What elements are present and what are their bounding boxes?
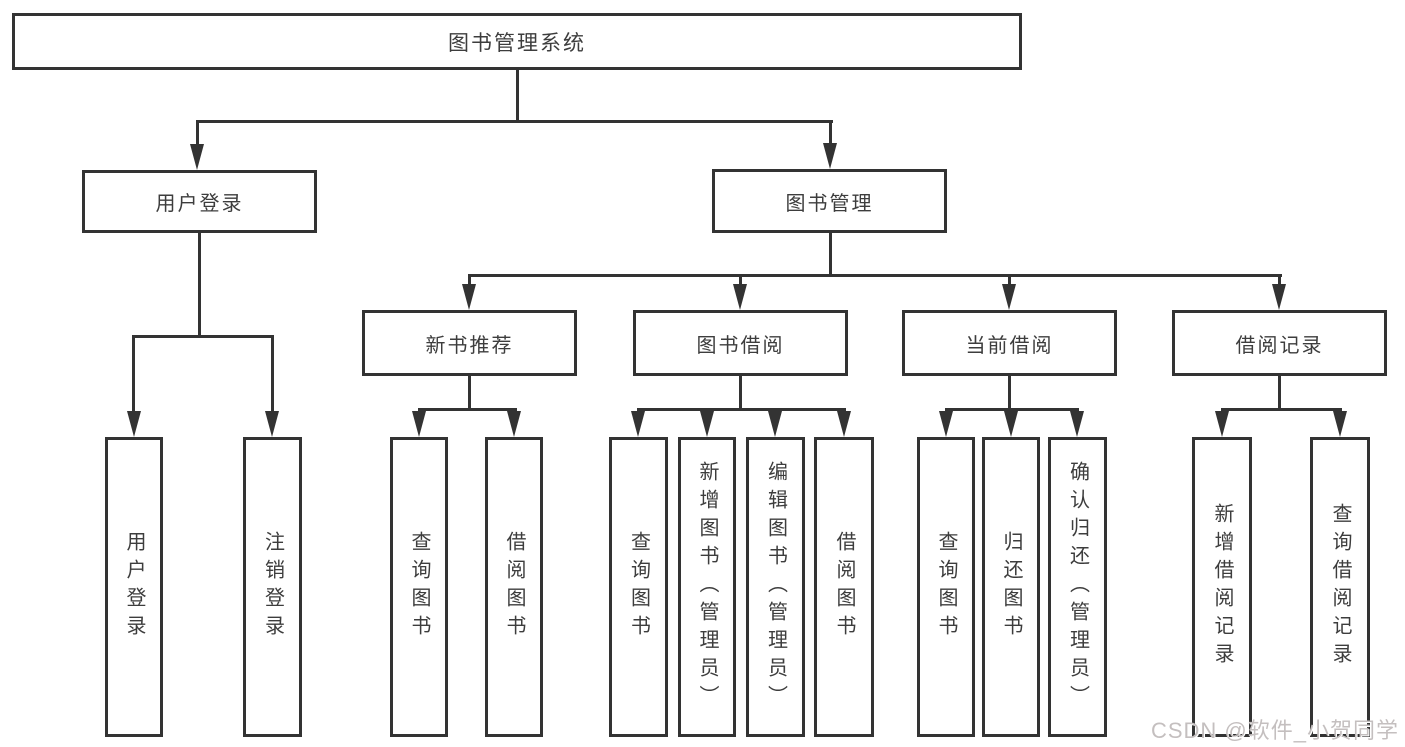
vertical-label: 新增借阅记录 (1211, 503, 1233, 671)
node-root: 图书管理系统 (12, 13, 1022, 70)
vertical-label: 确认归还（管理员） (1066, 461, 1089, 713)
arrow-down-icon (1215, 411, 1229, 437)
arrow-down-icon (507, 411, 521, 437)
vertical-label: 借阅图书 (833, 531, 855, 643)
connector-line (1008, 376, 1011, 410)
connector-line (739, 274, 742, 286)
connector-line (1221, 408, 1342, 411)
vertical-label: 编辑图书（管理员） (764, 461, 787, 713)
arrow-down-icon (1004, 411, 1018, 437)
node-label: 图书管理 (785, 192, 874, 215)
connector-line (637, 408, 846, 411)
connector-line (198, 233, 201, 337)
arrow-down-icon (768, 411, 782, 437)
connector-line (1278, 274, 1281, 286)
vertical-label: 用户登录 (123, 531, 145, 643)
arrow-down-icon (1002, 284, 1016, 310)
leaf-current-query-books: 查询图书 (917, 437, 975, 737)
leaf-borrow-edit-books-admin: 编辑图书（管理员） (746, 437, 805, 737)
connector-line (133, 335, 274, 338)
vertical-label: 查询借阅记录 (1329, 503, 1351, 671)
arrow-down-icon (700, 411, 714, 437)
vertical-label: 新增图书（管理员） (696, 461, 718, 713)
connector-line (468, 274, 471, 286)
leaf-logout: 注销登录 (243, 437, 302, 737)
leaf-current-confirm-return-admin: 确认归还（管理员） (1048, 437, 1107, 737)
arrow-down-icon (1070, 411, 1084, 437)
connector-line (739, 376, 742, 410)
vertical-label: 归还图书 (1000, 531, 1022, 643)
node-book-management: 图书管理 (712, 169, 947, 233)
arrow-down-icon (631, 411, 645, 437)
connector-line (516, 70, 519, 122)
arrow-down-icon (190, 144, 204, 170)
arrow-down-icon (265, 411, 279, 437)
watermark: CSDN @软件_小贺同学 (1150, 718, 1399, 743)
leaf-borrow-borrow-books: 借阅图书 (814, 437, 874, 737)
connector-line (829, 120, 832, 145)
leaf-records-query-record: 查询借阅记录 (1310, 437, 1370, 737)
connector-line (945, 408, 1079, 411)
node-borrow-records: 借阅记录 (1172, 310, 1387, 376)
leaf-borrow-add-books-admin: 新增图书（管理员） (678, 437, 736, 737)
connector-line (468, 376, 471, 410)
node-label: 当前借阅 (965, 334, 1054, 357)
connector-line (196, 120, 833, 123)
arrow-down-icon (1333, 411, 1347, 437)
arrow-down-icon (823, 143, 837, 169)
connector-line (132, 335, 135, 413)
connector-line (418, 408, 517, 411)
node-label: 借阅记录 (1235, 334, 1324, 357)
node-new-book-recommend: 新书推荐 (362, 310, 577, 376)
leaf-user-login: 用户登录 (105, 437, 163, 737)
node-label: 新书推荐 (425, 334, 514, 357)
leaf-current-return-books: 归还图书 (982, 437, 1040, 737)
node-label: 用户登录 (155, 193, 244, 215)
node-user-login-branch: 用户登录 (82, 170, 317, 233)
arrow-down-icon (733, 284, 747, 310)
connector-line (829, 233, 832, 277)
leaf-recommend-query-books: 查询图书 (390, 437, 448, 737)
connector-line (469, 274, 1282, 277)
connector-line (271, 335, 274, 413)
node-current-borrow: 当前借阅 (902, 310, 1117, 376)
vertical-label: 查询图书 (935, 531, 957, 643)
connector-line (1008, 274, 1011, 286)
arrow-down-icon (1272, 284, 1286, 310)
leaf-borrow-query-books: 查询图书 (609, 437, 668, 737)
arrow-down-icon (127, 411, 141, 437)
arrow-down-icon (837, 411, 851, 437)
leaf-records-add-record: 新增借阅记录 (1192, 437, 1252, 737)
arrow-down-icon (462, 284, 476, 310)
connector-line (196, 120, 199, 146)
vertical-label: 注销登录 (261, 531, 284, 643)
node-label: 图书借阅 (696, 334, 785, 357)
vertical-label: 查询图书 (627, 531, 650, 643)
arrow-down-icon (412, 411, 426, 437)
node-book-borrow: 图书借阅 (633, 310, 848, 376)
connector-line (1278, 376, 1281, 410)
node-root-label: 图书管理系统 (448, 31, 586, 55)
arrow-down-icon (939, 411, 953, 437)
vertical-label: 借阅图书 (503, 531, 525, 643)
vertical-label: 查询图书 (408, 531, 430, 643)
leaf-recommend-borrow-books: 借阅图书 (485, 437, 543, 737)
